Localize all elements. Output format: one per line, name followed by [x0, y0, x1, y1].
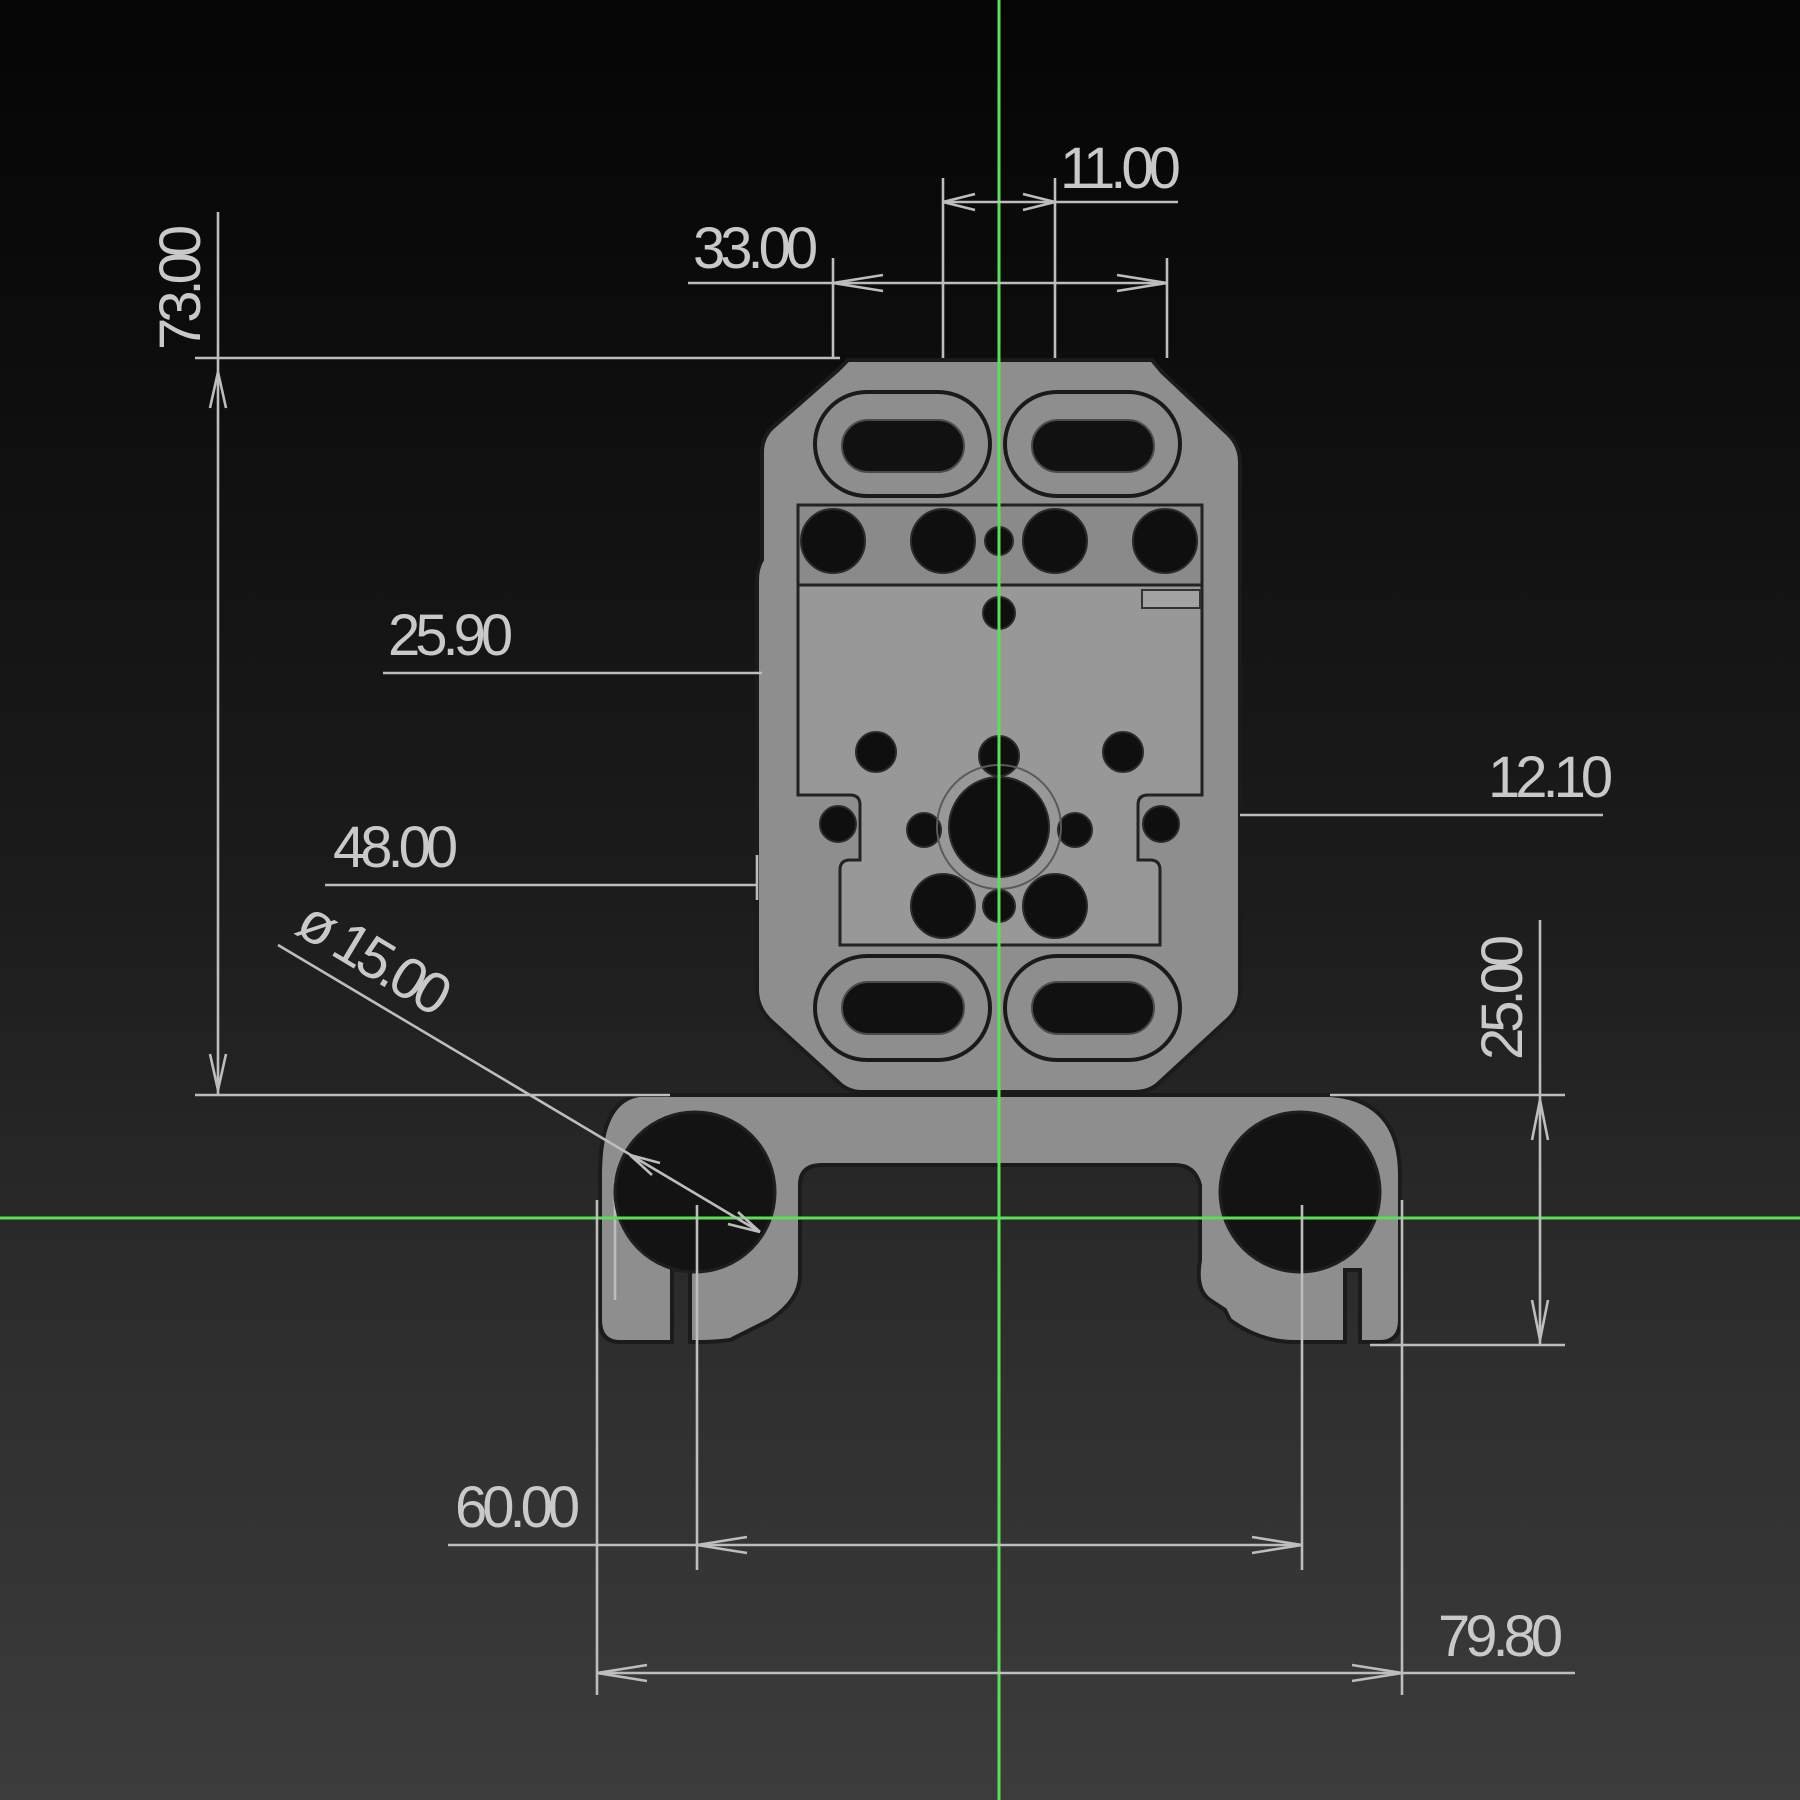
hole-top-4 — [1132, 508, 1198, 574]
hole-side-right — [1142, 805, 1180, 843]
hole-mid-right — [1102, 731, 1144, 773]
dim-right-offset: 12.10 — [1488, 745, 1611, 810]
dim-mid-offset: 48.00 — [333, 815, 456, 880]
dim-top-width: 33.00 — [693, 216, 816, 281]
hole-bottom-1 — [910, 873, 976, 939]
slot-bottom-left — [813, 954, 992, 1062]
rod-clamp-body — [598, 1093, 1402, 1344]
hole-mid-left — [855, 731, 897, 773]
dim-clamp-width: 79.80 — [1438, 1604, 1561, 1669]
dim-lines — [195, 178, 1603, 1695]
hole-inner-left — [906, 812, 942, 848]
slot-bottom-right — [1003, 954, 1182, 1062]
dim-rod-diameter: ø 15.00 — [286, 887, 460, 1027]
slot-top-right — [1003, 390, 1182, 498]
hole-bottom-3 — [1022, 873, 1088, 939]
dim-left-offset: 25.90 — [388, 603, 511, 668]
dim-rod-spacing: 60.00 — [455, 1475, 578, 1540]
slot-top-left — [813, 390, 992, 498]
hole-top-1 — [800, 508, 866, 574]
dim-height: 73.00 — [148, 227, 213, 350]
rod-hole-right — [1218, 1110, 1382, 1274]
hole-inner-right — [1057, 812, 1093, 848]
dim-clamp-height: 25.00 — [1470, 937, 1535, 1060]
hole-top-3 — [1022, 508, 1088, 574]
hole-top-2 — [910, 508, 976, 574]
dim-slot-spacing: 11.00 — [1060, 136, 1179, 201]
hole-side-left — [819, 805, 857, 843]
